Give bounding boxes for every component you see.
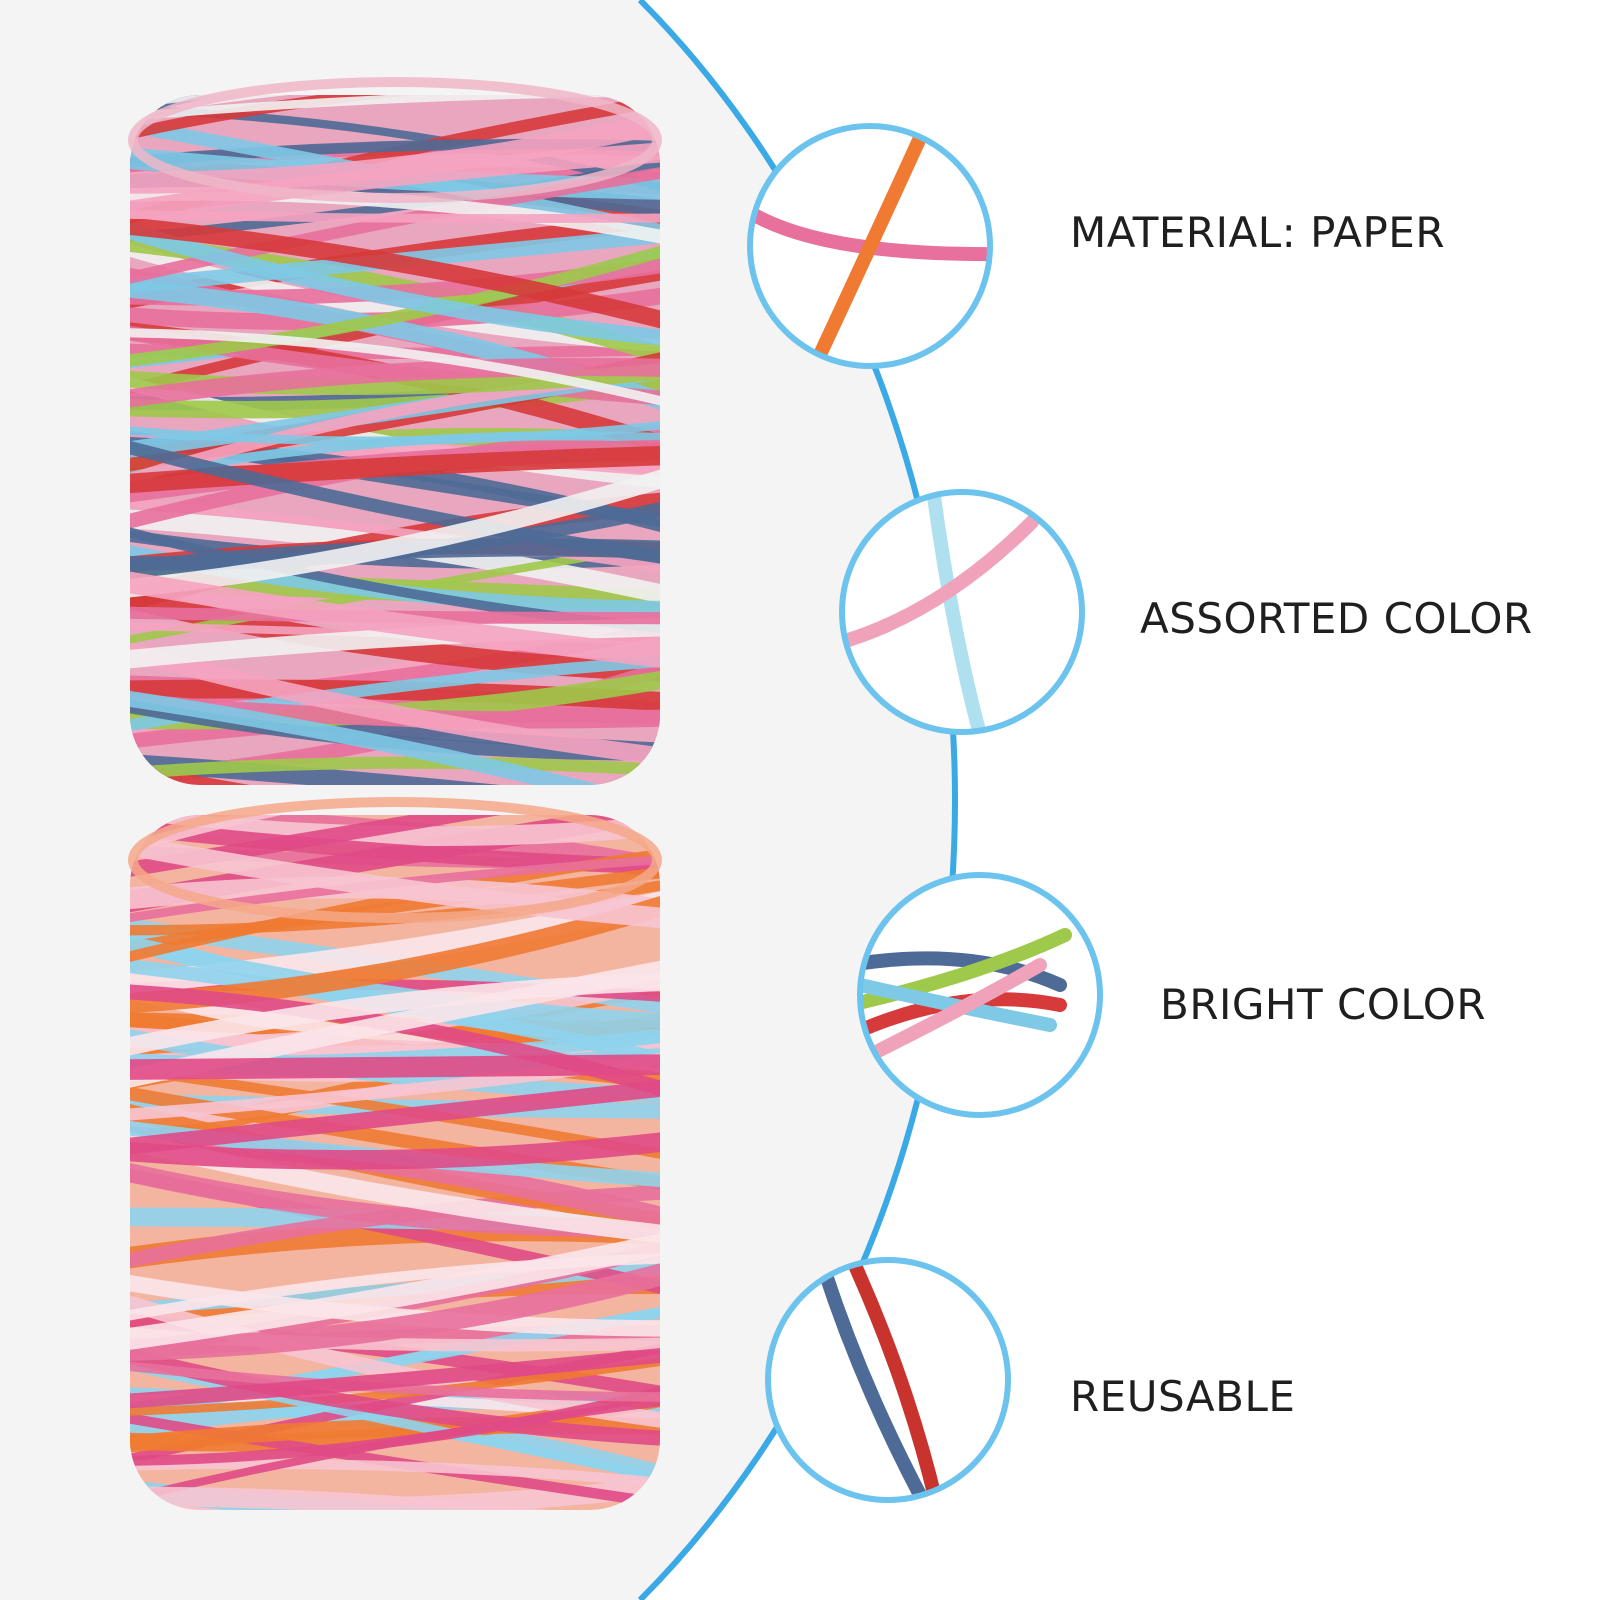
- detail-strand: [860, 928, 1072, 1012]
- raffia-strand: [130, 815, 660, 862]
- detail-strand: [750, 199, 990, 262]
- raffia-strand: [130, 1486, 660, 1510]
- raffia-strand: [130, 209, 660, 224]
- detail-strand: [842, 515, 1039, 649]
- spool-bottom-rim: [128, 797, 662, 923]
- detail-circle-bright: [857, 872, 1103, 1118]
- raffia-strand: [130, 1358, 660, 1402]
- raffia-strand: [130, 1344, 660, 1411]
- raffia-strand: [130, 214, 660, 349]
- paper-strand-detail: [750, 126, 990, 366]
- assorted-strand-detail: [842, 492, 1039, 732]
- bright-strand-detail: [860, 928, 1072, 1062]
- raffia-strand: [130, 445, 660, 496]
- feature-label-bright-color: BRIGHT COLOR: [1160, 980, 1487, 1029]
- raffia-strand: [130, 829, 660, 931]
- raffia-strand: [130, 566, 660, 672]
- raffia-strand: [130, 357, 660, 412]
- detail-circle-reusable: [765, 1257, 1011, 1503]
- raffia-strand: [130, 214, 660, 336]
- raffia-strand: [130, 327, 660, 413]
- raffia-strand: [130, 756, 660, 782]
- raffia-strand: [130, 237, 660, 370]
- detail-strand: [803, 126, 937, 366]
- raffia-strand: [130, 1255, 660, 1362]
- feature-label-reusable: REUSABLE: [1070, 1372, 1296, 1421]
- detail-strand: [860, 951, 1067, 992]
- raffia-strand: [130, 1353, 660, 1417]
- detail-strand: [863, 958, 1047, 1062]
- raffia-strand: [130, 1416, 660, 1456]
- feature-label-material: MATERIAL: PAPER: [1070, 208, 1446, 257]
- detail-strand: [841, 1260, 945, 1500]
- raffia-strand: [130, 95, 660, 146]
- raffia-strand: [130, 1270, 660, 1337]
- raffia-strand: [130, 105, 660, 194]
- raffia-strand: [130, 95, 660, 124]
- detail-circle-assorted: [839, 489, 1085, 735]
- spool-bottom-strands: [130, 815, 660, 1510]
- raffia-strand: [130, 1227, 660, 1354]
- raffia-strand: [130, 417, 660, 446]
- raffia-strand: [130, 1354, 660, 1489]
- raffia-spool-bottom: [130, 815, 660, 1510]
- raffia-spool-top: [130, 95, 660, 785]
- spool-top-strands: [130, 95, 660, 785]
- feature-label-assorted-color: ASSORTED COLOR: [1140, 594, 1533, 643]
- detail-strand: [811, 1260, 935, 1500]
- detail-circle-material: [747, 123, 993, 369]
- raffia-strand: [130, 617, 660, 672]
- raffia-strand: [130, 635, 660, 769]
- raffia-strand: [130, 686, 660, 785]
- raffia-strand: [130, 972, 660, 1062]
- detail-strand: [925, 492, 989, 732]
- raffia-strand: [130, 1379, 660, 1467]
- raffia-strand: [130, 432, 660, 568]
- reusable-strand-detail: [811, 1260, 945, 1500]
- spool-top-rim: [128, 77, 662, 203]
- raffia-strand: [130, 1054, 660, 1081]
- raffia-strand: [130, 1076, 660, 1158]
- raffia-strand: [130, 863, 660, 958]
- raffia-strand: [130, 1128, 660, 1170]
